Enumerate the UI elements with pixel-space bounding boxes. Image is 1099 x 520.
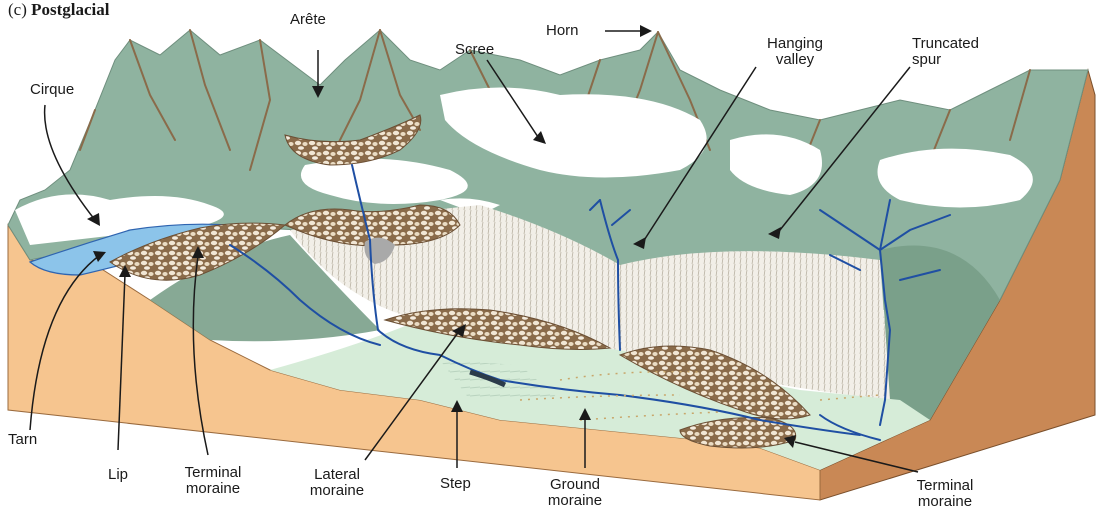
label-lateral-moraine-line2: moraine	[292, 483, 382, 499]
label-truncated-spur: Truncated spur	[912, 36, 979, 68]
label-terminal-moraine-left-line1: Terminal	[168, 465, 258, 481]
label-ground-moraine: Ground moraine	[530, 477, 620, 509]
label-terminal-moraine-right-line2: moraine	[900, 494, 990, 510]
label-terminal-moraine-left: Terminal moraine	[168, 465, 258, 497]
label-step: Step	[440, 476, 471, 492]
diagram-title: (c) Postglacial	[8, 0, 110, 20]
title-prefix: (c)	[8, 0, 27, 19]
label-terminal-moraine-left-line2: moraine	[168, 481, 258, 497]
label-hanging-valley-line2: valley	[745, 52, 845, 68]
label-lateral-moraine: Lateral moraine	[292, 467, 382, 499]
label-tarn: Tarn	[8, 432, 37, 448]
label-truncated-spur-line2: spur	[912, 52, 979, 68]
label-lip: Lip	[108, 467, 128, 483]
label-horn: Horn	[546, 23, 579, 39]
label-scree: Scree	[455, 42, 494, 58]
label-terminal-moraine-right-line1: Terminal	[900, 478, 990, 494]
title-text: Postglacial	[31, 0, 109, 19]
label-truncated-spur-line1: Truncated	[912, 36, 979, 52]
label-ground-moraine-line2: moraine	[530, 493, 620, 509]
label-lateral-moraine-line1: Lateral	[292, 467, 382, 483]
label-hanging-valley-line1: Hanging	[745, 36, 845, 52]
label-hanging-valley: Hanging valley	[745, 36, 845, 68]
label-arete: Arête	[290, 12, 326, 28]
label-terminal-moraine-right: Terminal moraine	[900, 478, 990, 510]
label-cirque: Cirque	[30, 82, 74, 98]
label-ground-moraine-line1: Ground	[530, 477, 620, 493]
